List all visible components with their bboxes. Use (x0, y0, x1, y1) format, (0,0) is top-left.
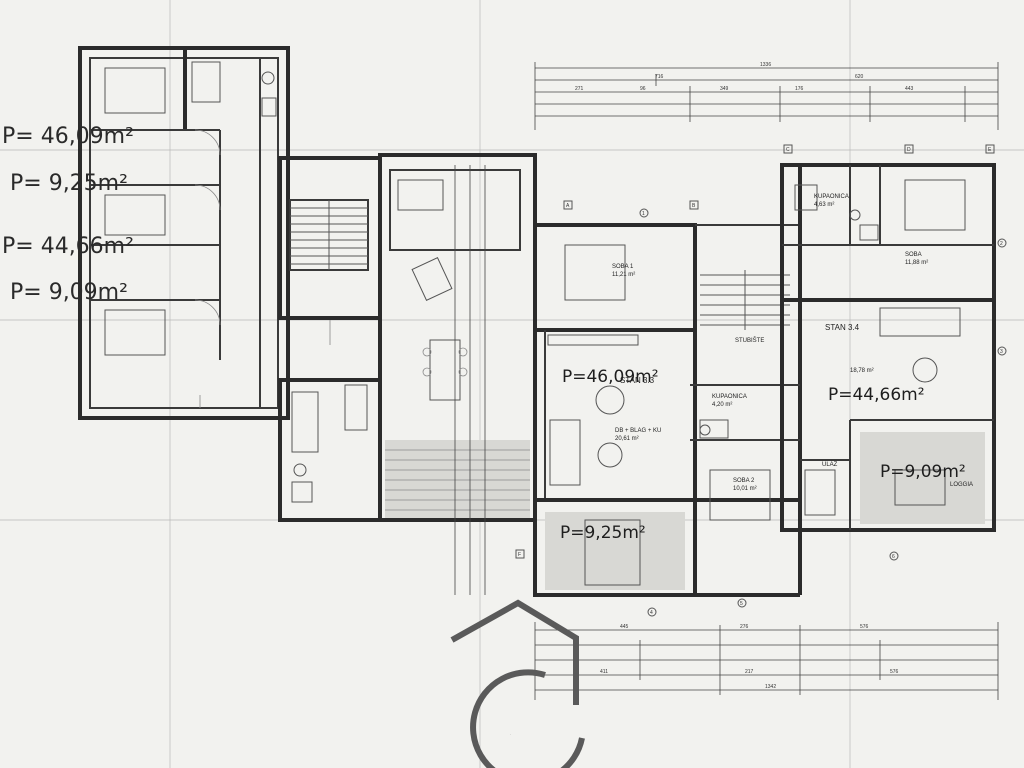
room-area-soba-right: 11,88 m² (905, 260, 928, 266)
top-dimensions: 1336 716 620 271 96 349 176 443 (534, 62, 999, 130)
axis-marker-e: E (988, 147, 992, 153)
dim-row2-5: 443 (905, 86, 914, 92)
axis-marker-c: C (786, 147, 790, 153)
axis-marker-a: A (566, 203, 570, 209)
dim-bottom-row2-2: 217 (745, 669, 754, 675)
axis-marker-1: 1 (642, 211, 645, 217)
central-lobby (278, 156, 382, 522)
note-left-1: P= 46,09m² (2, 124, 134, 149)
axis-markers: A B C D E F 1 2 3 4 5 6 (515, 144, 1007, 617)
note-plan-loggia-right: P=9,09m² (880, 462, 966, 482)
dim-row2-1: 271 (575, 86, 584, 92)
logo-initial: C (510, 734, 511, 736)
dim-bottom-total: 1342 (765, 684, 776, 690)
room-label-stubiste: STUBIŠTE (735, 337, 764, 344)
axis-marker-4: 4 (650, 610, 653, 616)
room-area-soba2: 10,01 m² (733, 486, 757, 492)
room-labels: SOBA 1 11,21 m² KUPAONICA 4,20 m² DB + B… (612, 194, 973, 492)
room-label-loggia: LOGGIA (950, 482, 973, 488)
note-left-2: P= 9,25m² (10, 171, 128, 196)
note-plan-stan-3-3: P=46,09m² (562, 367, 659, 387)
room-area-dnevni2: 18,78 m² (850, 368, 874, 374)
handwritten-notes: P= 46,09m² P= 9,25m² P= 44,66m² P= 9,09m… (2, 124, 966, 543)
room-label-kupaonica: KUPAONICA (712, 394, 747, 400)
dim-row2-4: 176 (795, 86, 804, 92)
axis-marker-3: 3 (1000, 349, 1003, 355)
apartment-stan-3-3 (533, 165, 802, 597)
note-plan-loggia-left: P=9,25m² (560, 523, 646, 543)
dim-top-total: 1336 (760, 62, 771, 68)
axis-marker-d: D (907, 147, 911, 153)
left-wing (78, 46, 290, 420)
room-label-soba1: SOBA 1 (612, 264, 634, 270)
room-area-dnevni: 20,61 m² (615, 436, 639, 442)
dim-bottom-row2-3: 576 (890, 669, 899, 675)
room-area-soba1: 11,21 m² (612, 272, 635, 278)
dim-bottom-3: 576 (860, 624, 869, 630)
axis-marker-2: 2 (1000, 241, 1003, 247)
room-label-soba2: SOBA 2 (733, 478, 755, 484)
dim-bottom-2: 276 (740, 624, 749, 630)
note-plan-stan-3-4: P=44,66m² (828, 385, 925, 405)
apartment-label-stan-3-4: STAN 3.4 (825, 323, 860, 332)
middle-living (378, 153, 537, 595)
dim-top-2: 620 (855, 74, 864, 80)
room-label-kupaonica2: KUPAONICA (814, 194, 849, 200)
axis-marker-5: 5 (740, 601, 743, 607)
axis-marker-6: 6 (892, 554, 895, 560)
apartment-stan-3-4 (780, 163, 996, 532)
dim-bottom-row2-1: 411 (600, 669, 608, 675)
room-label-soba-right: SOBA (905, 252, 922, 258)
bottom-dimensions: 445 276 576 411 217 576 1342 (534, 622, 999, 700)
note-left-3: P= 44,66m² (2, 234, 134, 259)
inner-stair (700, 270, 790, 330)
dim-row2-3: 349 (720, 86, 729, 92)
stair-treads (290, 200, 368, 270)
dim-bottom-1: 445 (620, 624, 629, 630)
room-area-kupaonica: 4,20 m² (712, 402, 732, 408)
note-left-4: P= 9,09m² (10, 280, 128, 305)
dim-top-1: 716 (655, 74, 664, 80)
dim-row2-2: 96 (640, 86, 646, 92)
terrace-boards (385, 440, 530, 518)
room-area-kupaonica2: 4,63 m² (814, 202, 834, 208)
axis-marker-b: B (692, 203, 696, 209)
room-label-ulaz: ULAZ (822, 462, 838, 468)
axis-marker-f: F (518, 552, 521, 558)
apartment-label-stan-3-3: STAN 3.3 (620, 376, 655, 385)
watermark-logo: C (450, 599, 585, 768)
room-label-dnevni: DB + BLAG + KU (615, 428, 661, 434)
